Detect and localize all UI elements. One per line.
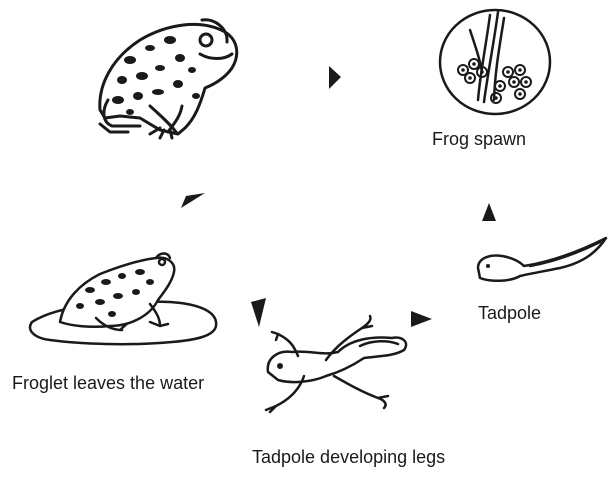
froglet-icon <box>30 254 216 345</box>
arrow-up-icon <box>482 203 496 221</box>
arrow-left-icon <box>411 311 432 327</box>
frog-spawn-label: Frog spawn <box>432 127 526 151</box>
arrow-down-left-icon <box>251 298 266 327</box>
tadpole-with-legs-icon <box>266 316 406 412</box>
tadpole-developing-legs-label: Tadpole developing legs <box>252 445 482 469</box>
arrow-up-right-icon <box>181 193 205 208</box>
froglet-leaves-water-label: Froglet leaves the water <box>12 371 212 395</box>
adult-frog-icon <box>100 20 237 138</box>
tadpole-icon <box>478 238 606 281</box>
tadpole-label: Tadpole <box>478 301 541 325</box>
arrow-right-icon <box>329 66 341 89</box>
frog-spawn-icon <box>440 10 550 114</box>
